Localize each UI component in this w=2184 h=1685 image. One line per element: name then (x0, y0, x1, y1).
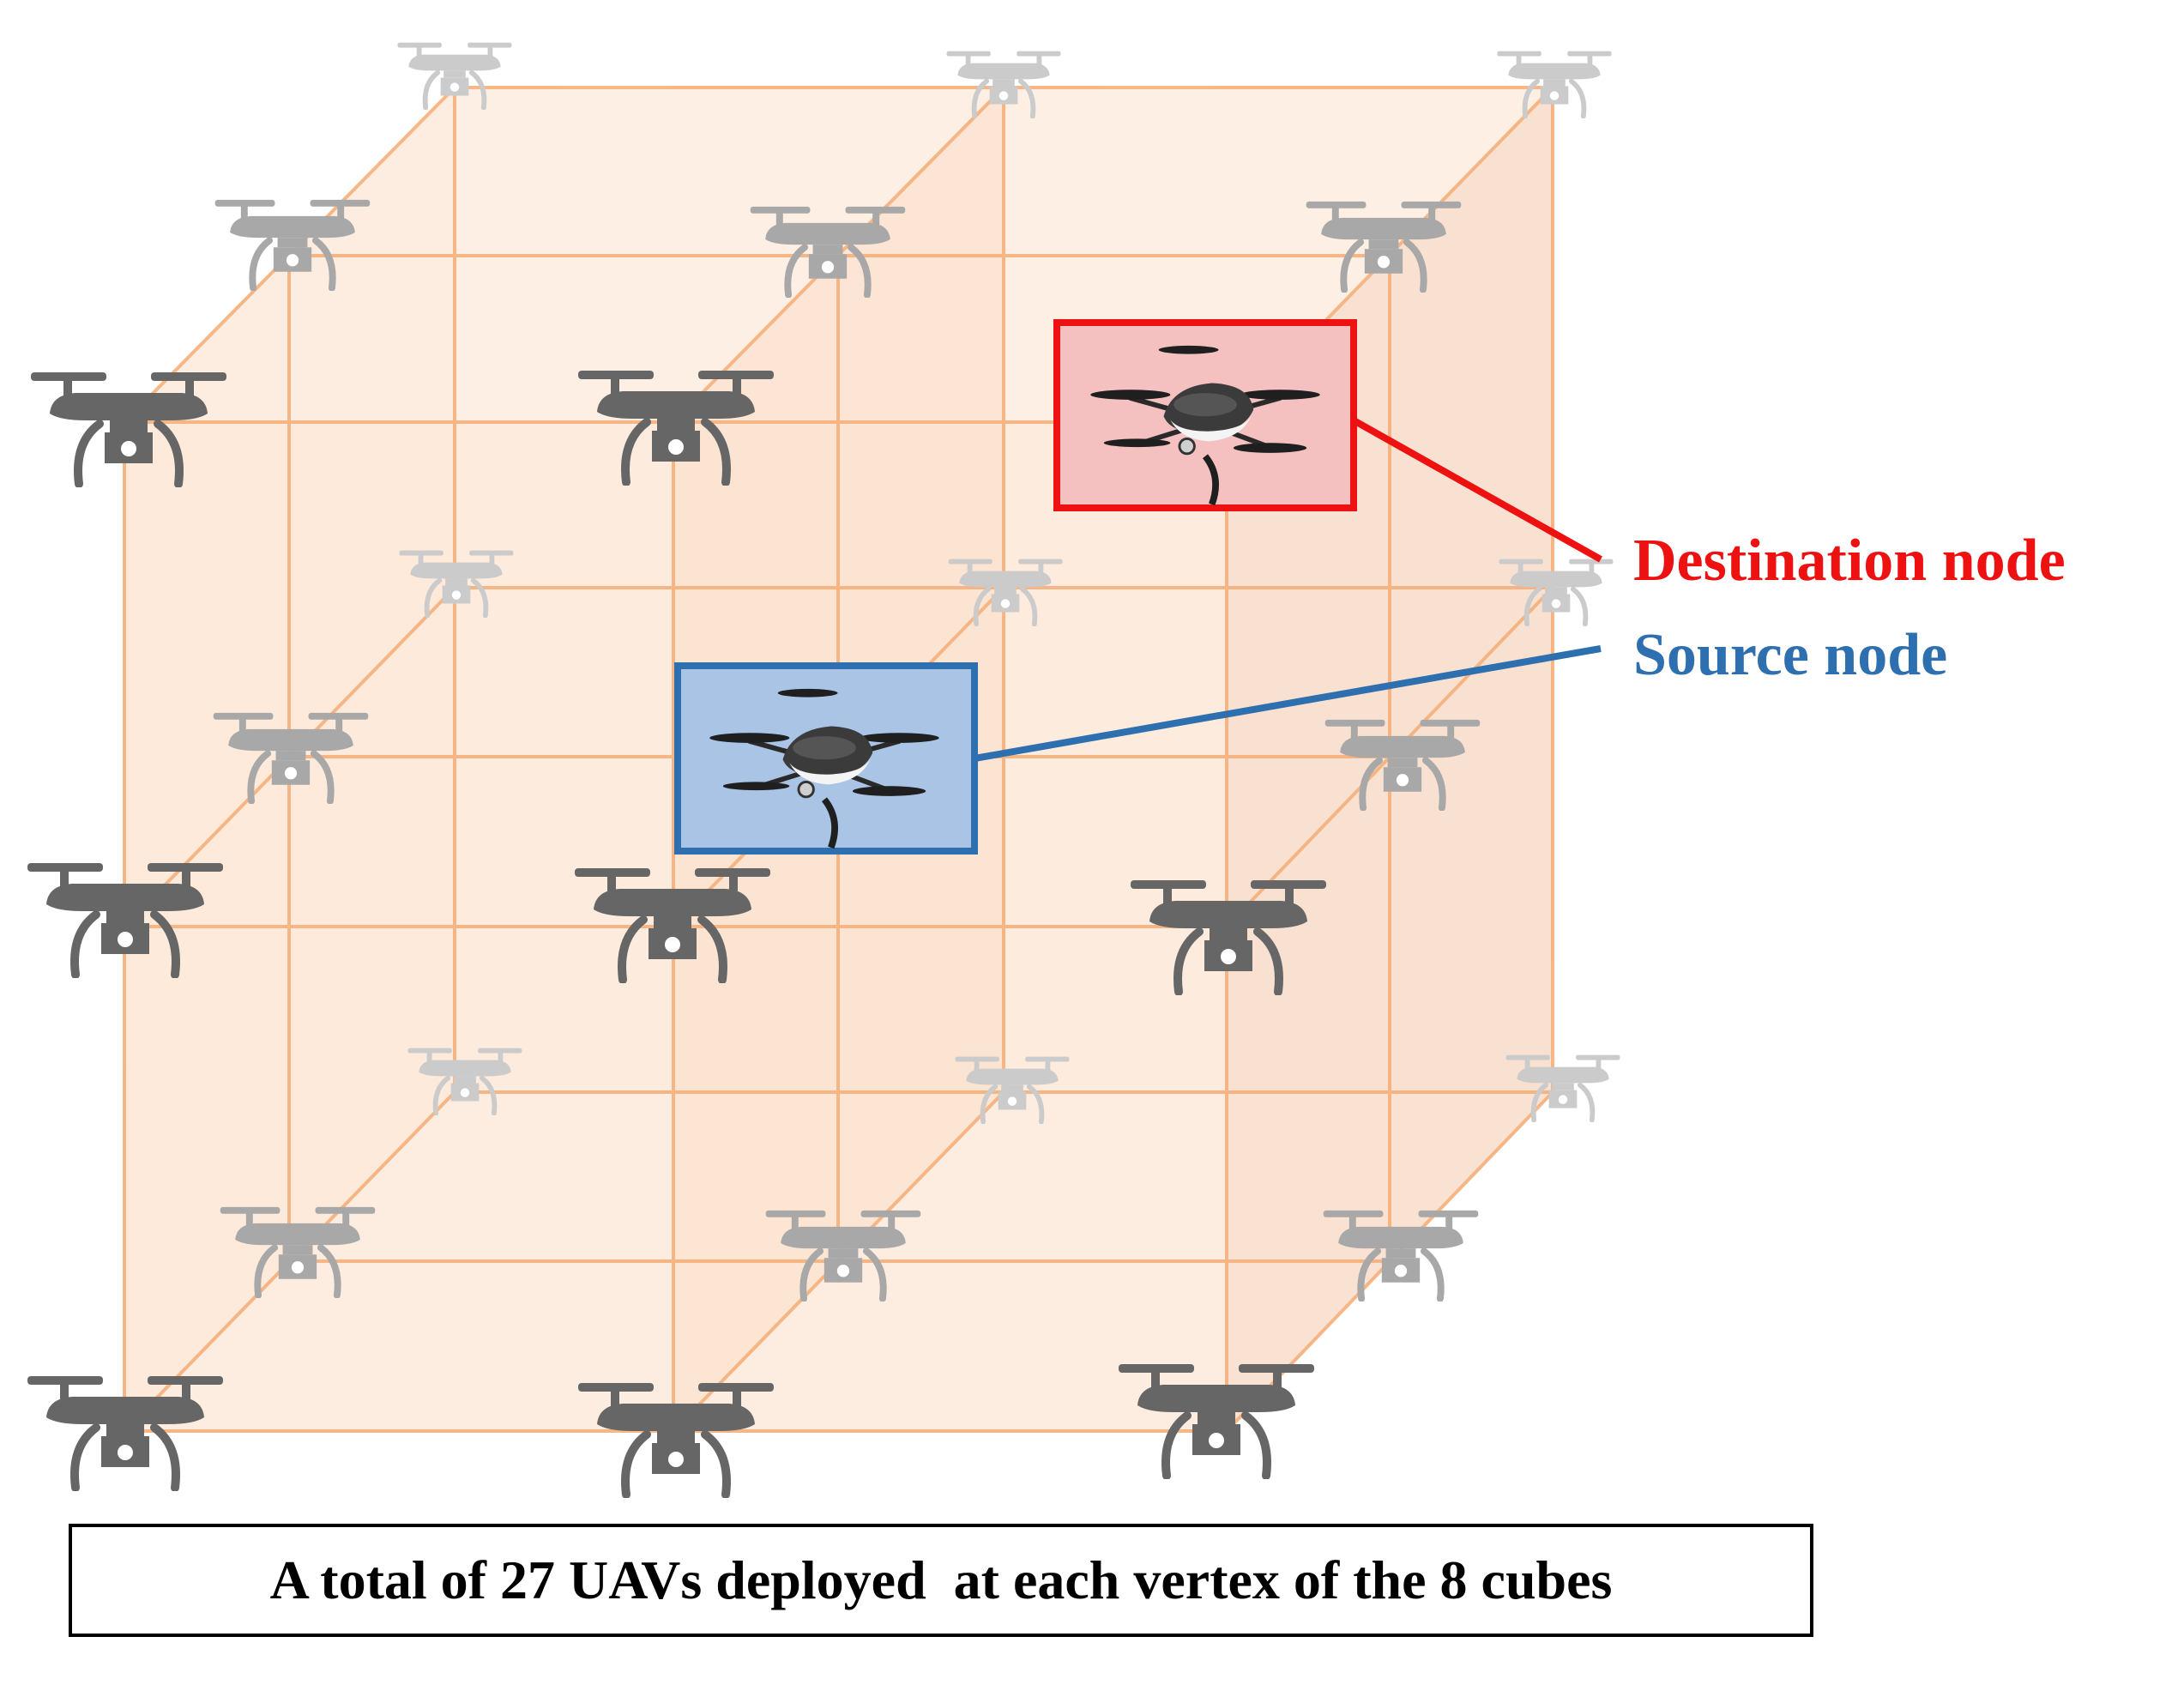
destination-leader-line (1352, 417, 1602, 563)
source-node-label: Source node (1633, 622, 1947, 688)
caption-box: A total of 27 UAVs deployed at each vert… (69, 1524, 1813, 1637)
caption-text: A total of 27 UAVs deployed at each vert… (269, 1549, 1613, 1610)
destination-node: Destination node (1053, 319, 2066, 594)
destination-node-label: Destination node (1633, 528, 2066, 594)
source-node: Source node (674, 622, 1947, 855)
source-leader-line (974, 645, 1602, 762)
